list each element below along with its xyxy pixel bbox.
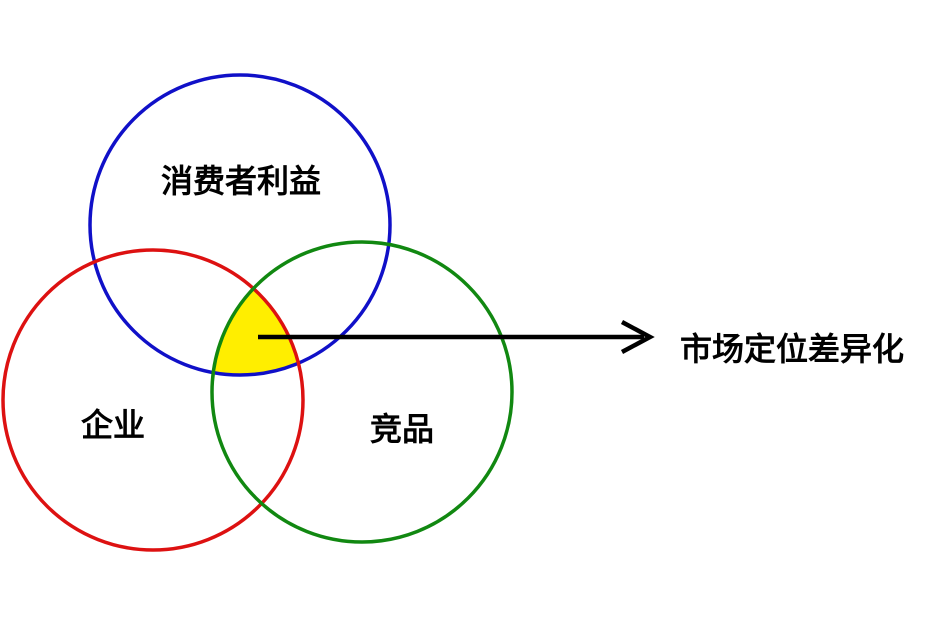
enterprise-circle	[1, 248, 305, 552]
consumer-benefit-circle	[88, 73, 392, 377]
competitor-circle	[210, 240, 514, 544]
competitor-label: 竞品	[370, 410, 434, 448]
market-positioning-label: 市场定位差异化	[680, 330, 904, 368]
enterprise-label: 企业	[81, 406, 145, 444]
arrow-head	[620, 320, 655, 354]
consumer-benefit-label: 消费者利益	[161, 162, 321, 200]
